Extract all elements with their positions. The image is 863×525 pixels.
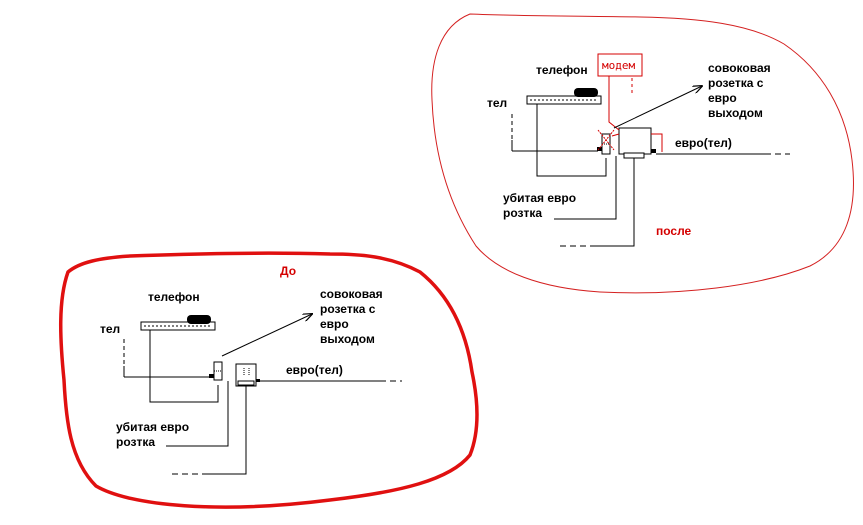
after-modem-link (611, 133, 620, 137)
before-panel: До телефон тел совоко (58, 251, 479, 509)
after-euro-tel-label: евро(тел) (675, 136, 732, 150)
before-phone-label: телефон (148, 290, 200, 304)
after-broken-plug-icon (597, 129, 615, 155)
after-arrow (613, 86, 702, 129)
after-broken-label: убитая евро розтка (503, 191, 579, 220)
after-title: после (656, 224, 692, 238)
after-panel: после модем телефон тел (431, 13, 854, 294)
before-broken-wire (166, 381, 229, 447)
modem-icon: модем (597, 53, 643, 100)
before-broken-plug-icon (209, 361, 223, 381)
before-euro-tel-label: евро(тел) (286, 363, 343, 377)
before-phone-icon (140, 315, 216, 331)
modem-label: модем (602, 59, 635, 72)
before-socket-down-wire (205, 386, 247, 475)
before-title: До (280, 264, 296, 278)
before-arrow (221, 314, 312, 357)
before-boundary (58, 251, 479, 509)
after-phone-icon (526, 88, 602, 105)
after-socket-label: совоковая розетка с евро выходом (708, 61, 774, 120)
after-broken-wire (554, 156, 617, 220)
after-boundary (431, 13, 854, 294)
after-socket-icon (618, 127, 656, 159)
before-socket-label: совоковая розетка с евро выходом (320, 287, 386, 346)
after-modem-loop (651, 133, 663, 152)
after-phone-cord (536, 104, 607, 177)
after-socket-down-wire (595, 158, 635, 247)
before-broken-label: убитая евро розтка (116, 420, 192, 449)
after-tel-label: тел (487, 96, 507, 110)
after-modem-wire (608, 100, 620, 131)
before-phone-cord (149, 330, 219, 403)
before-socket-icon (235, 363, 260, 387)
after-phone-label: телефон (536, 63, 588, 77)
before-tel-label: тел (100, 322, 120, 336)
